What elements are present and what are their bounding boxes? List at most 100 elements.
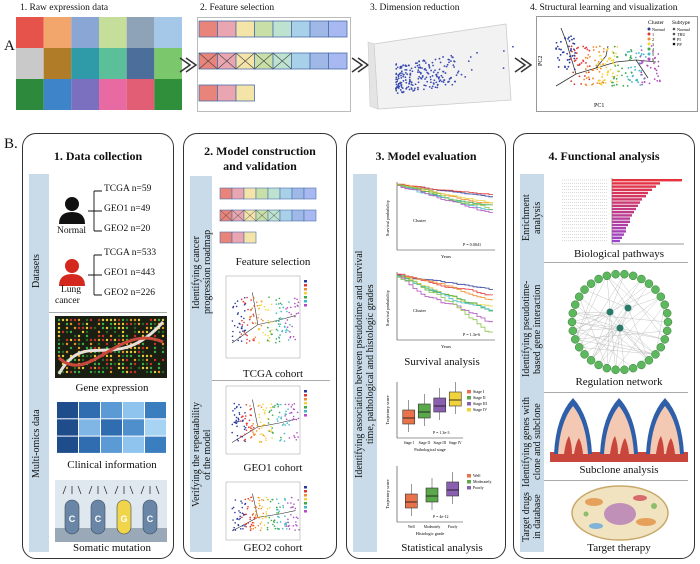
subclone-core [564, 436, 572, 454]
array-spot [161, 330, 165, 334]
legend-swatch [304, 398, 307, 401]
array-spot [105, 318, 109, 322]
cell-point [628, 50, 631, 53]
cell-point [249, 496, 252, 499]
cell-point [278, 317, 281, 320]
legend-swatch [304, 502, 307, 505]
cell-point [249, 518, 251, 521]
pca-point [457, 70, 460, 73]
mini-feature-cell [243, 231, 257, 244]
cell-point [257, 507, 260, 510]
network-edge [572, 327, 621, 332]
tcga-scatter [225, 275, 307, 359]
cell-point [276, 498, 278, 500]
cell-point [233, 402, 236, 405]
array-spot [57, 354, 61, 358]
cell-point [616, 70, 619, 73]
arrow-2-icon [351, 57, 364, 73]
cell-point [570, 48, 572, 50]
association-label-line2: time, pathological and histologic grades [365, 284, 376, 444]
legend-swatch [304, 486, 307, 489]
array-spot [73, 370, 77, 374]
cell-point [254, 516, 257, 518]
array-spot [85, 318, 89, 322]
pca-point [437, 71, 439, 74]
cell-point [278, 411, 281, 414]
cell-point [654, 68, 657, 70]
cell-point [643, 77, 646, 80]
clinical-cell [57, 419, 78, 436]
array-spot [81, 322, 85, 326]
cell-point [634, 65, 636, 68]
cell-point [253, 506, 256, 509]
cell-point [267, 326, 269, 329]
array-spot [149, 354, 153, 358]
array-spot [141, 342, 145, 346]
network-edge [590, 278, 642, 361]
feature-selection-box [197, 17, 351, 112]
expression-cell [71, 48, 99, 79]
cell-point [295, 418, 298, 421]
pca-point [429, 76, 432, 78]
cell-point [266, 417, 269, 420]
cell-point [285, 329, 287, 332]
cell-point [282, 423, 285, 425]
pca-point [442, 56, 444, 58]
cell-point [240, 315, 243, 318]
network-edge [615, 304, 665, 370]
cell-point [297, 517, 299, 520]
array-spot [149, 362, 153, 366]
cell-point [280, 310, 282, 313]
pca-point [413, 87, 416, 90]
cell-point [261, 517, 264, 520]
legend-swatch [304, 494, 307, 497]
cell-point [267, 309, 270, 311]
box-category-label: Stage I [404, 441, 415, 445]
cell-point [255, 301, 258, 304]
network-caption: Regulation network [575, 376, 663, 388]
pca-point [430, 69, 433, 72]
array-spot [101, 366, 105, 370]
cell-point [613, 63, 616, 66]
network-edge [575, 330, 668, 340]
pca-point [410, 83, 413, 86]
cell-point [260, 406, 263, 408]
cell-point [568, 61, 571, 64]
nucleotide-c [64, 499, 80, 535]
cell-point [240, 298, 243, 301]
cell-point [594, 59, 596, 62]
cell-point [258, 327, 261, 330]
array-spot [141, 362, 145, 366]
pca-point [445, 65, 448, 68]
association-label-line1: Identifying association between pseudoti… [354, 250, 365, 478]
enrichment-bar [612, 211, 634, 214]
pca-point [416, 62, 418, 64]
cell-point [638, 61, 641, 64]
drugs-label-line1: Target drugs [521, 492, 532, 542]
cell-point [290, 406, 293, 408]
array-spot [105, 330, 109, 334]
array-spot [61, 318, 65, 322]
cell-point [267, 429, 270, 432]
box-category-label: Stage II [419, 441, 431, 445]
cell-point [555, 48, 558, 50]
mini-feature-cell [303, 209, 317, 222]
pca-point [400, 72, 403, 75]
cell-point [236, 438, 239, 441]
pca-point [467, 60, 470, 63]
cell-point [290, 496, 293, 499]
clinical-cell [101, 436, 122, 453]
cell-point [259, 421, 262, 424]
pca-point [425, 69, 428, 72]
array-spot [125, 318, 129, 322]
array-spot [109, 334, 113, 338]
cell-point [261, 505, 264, 508]
cell-point [232, 330, 234, 333]
cancer-label-line2: cancer [55, 296, 80, 306]
cell-point [243, 331, 246, 333]
cell-point [592, 69, 595, 72]
array-spot [149, 318, 153, 322]
legend-cluster-label: Normal [652, 27, 666, 32]
cell-point [258, 416, 261, 419]
normal-bracket [88, 190, 102, 232]
